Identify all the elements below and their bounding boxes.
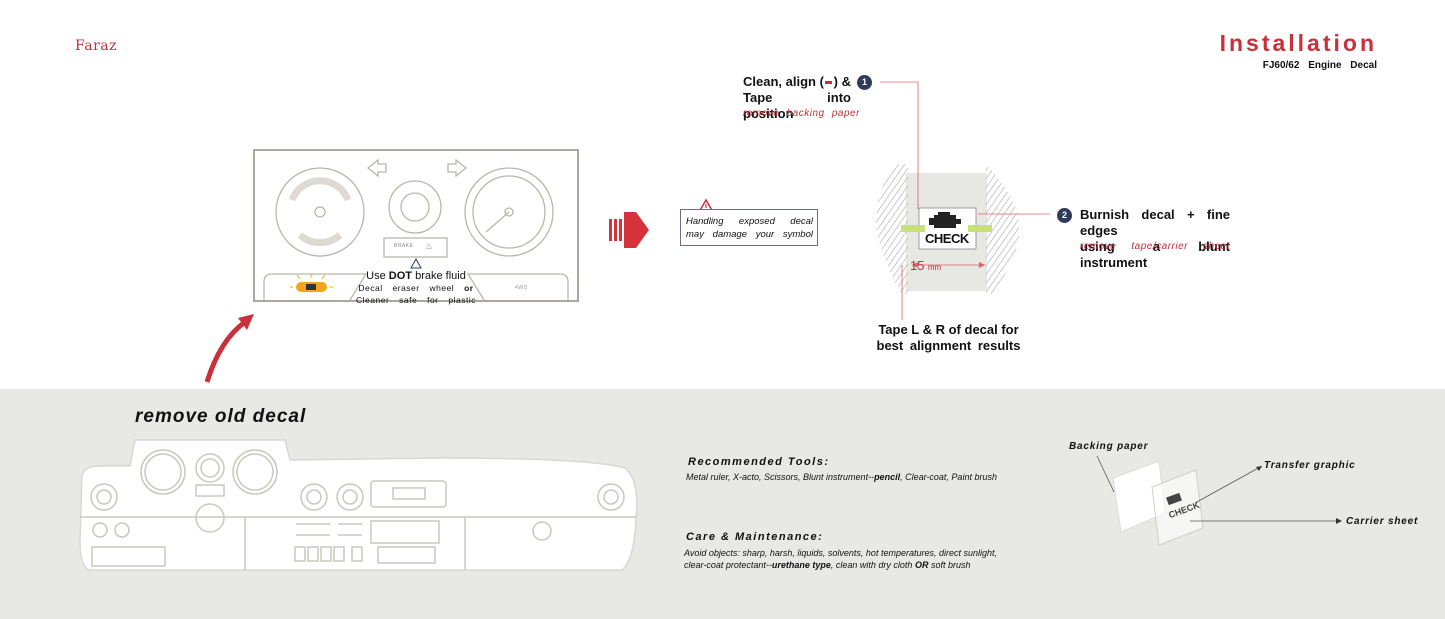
tape-note: Tape L & R of decal for best alignment r… bbox=[876, 322, 1021, 353]
brake-warning-icon bbox=[410, 257, 422, 269]
remove-old-decal-label: remove old decal bbox=[135, 406, 307, 427]
right-arrow-icon bbox=[609, 212, 649, 248]
engine-icon bbox=[929, 212, 961, 228]
check-engine-lamp-icon bbox=[290, 274, 333, 292]
red-dash-icon bbox=[825, 81, 833, 84]
cleaning-instructions: Use DOT brake fluid Decal eraser wheel o… bbox=[353, 270, 479, 306]
brake-label: BRAKE bbox=[394, 243, 414, 249]
gauge-cluster bbox=[253, 149, 579, 302]
step1-text: Clean, align () & Tape into position bbox=[743, 74, 851, 121]
decal-alignment-graphic bbox=[876, 81, 1050, 320]
step2-text: Burnish decal + fine edges using a blunt… bbox=[1080, 207, 1230, 270]
page-title: Installation bbox=[1219, 30, 1377, 56]
transfer-graphic-label: Transfer graphic bbox=[1264, 460, 1356, 471]
curved-arrow-icon bbox=[204, 314, 254, 383]
tools-heading: Recommended Tools: bbox=[688, 456, 830, 468]
4wd-label: 4WD bbox=[515, 285, 528, 291]
thermometer-icon: ♨ bbox=[425, 241, 434, 251]
warning-line-2: may damage your symbol bbox=[686, 229, 813, 240]
handling-warning: Handling exposed decal may damage your s… bbox=[680, 209, 818, 246]
dashboard-outline bbox=[79, 439, 638, 571]
step1-badge: 1 bbox=[857, 75, 872, 90]
step2-badge: 2 bbox=[1057, 208, 1072, 223]
carrier-sheet-label: Carrier sheet bbox=[1346, 516, 1419, 527]
step1-note: remove backing paper bbox=[743, 108, 860, 119]
backing-paper-label: Backing paper bbox=[1069, 441, 1149, 452]
tools-body: Metal ruler, X-acto, Scissors, Blunt ins… bbox=[686, 472, 997, 482]
instruction-line-1: Use DOT brake fluid bbox=[366, 270, 466, 282]
step2-note: remove tape/carrier sheet bbox=[1080, 241, 1230, 252]
layer-diagram bbox=[1096, 455, 1342, 546]
instruction-line-2: Decal eraser wheel or bbox=[358, 283, 474, 293]
warning-line-1: Handling exposed decal bbox=[686, 216, 813, 227]
page-subtitle: FJ60/62 Engine Decal bbox=[1262, 60, 1377, 71]
layer-engine-icon bbox=[1166, 492, 1182, 506]
measurement-label: 15 mm bbox=[910, 258, 942, 273]
care-heading: Care & Maintenance: bbox=[686, 531, 824, 543]
brand-logo: Faraz bbox=[75, 38, 118, 54]
decal-check-text: CHECK bbox=[925, 231, 969, 246]
care-body: Avoid objects: sharp, harsh, liquids, so… bbox=[684, 548, 997, 570]
instruction-line-3: Cleaner safe for plastic bbox=[356, 295, 476, 305]
